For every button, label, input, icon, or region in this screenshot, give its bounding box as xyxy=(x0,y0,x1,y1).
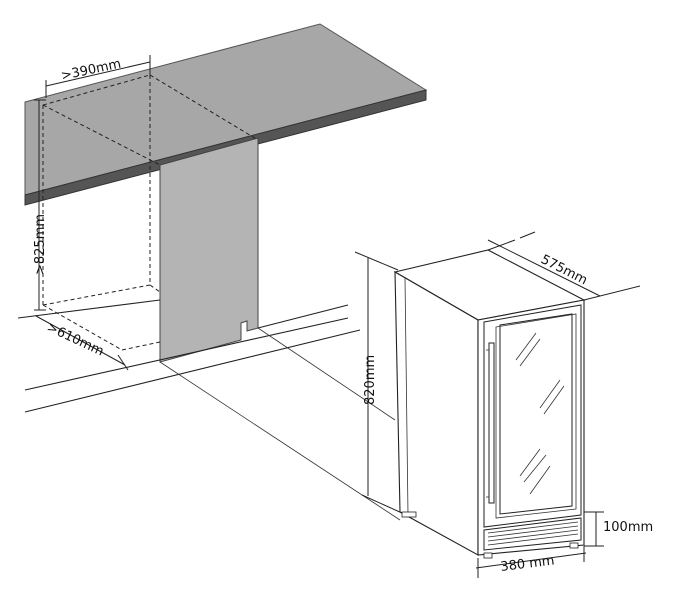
side-panel xyxy=(159,137,259,363)
dimension-cabinet-depth: >610mm xyxy=(35,315,129,371)
floor-line-front-2 xyxy=(24,329,361,413)
label-plinth-height: 100mm xyxy=(603,520,653,535)
dimension-unit-height: 820mm xyxy=(354,251,403,514)
unit-foot xyxy=(483,552,493,559)
dimension-unit-width: 380 mm xyxy=(475,546,587,578)
floor-line-front-1 xyxy=(24,317,349,391)
cavity-outline xyxy=(42,74,259,351)
floor-line-back-2 xyxy=(257,304,349,329)
label-unit-height: 820mm xyxy=(363,355,378,405)
guide-line-2 xyxy=(257,327,396,421)
floor-line-back xyxy=(17,299,161,319)
label-cabinet-depth: >610mm xyxy=(44,320,106,359)
wine-cooler xyxy=(393,249,586,559)
guide-line xyxy=(159,361,401,521)
door-glass xyxy=(499,313,573,515)
unit-foot xyxy=(569,542,579,549)
label-unit-width: 380 mm xyxy=(500,553,556,575)
door-handle[interactable] xyxy=(488,342,495,504)
kick-plate xyxy=(483,517,582,551)
dimension-plinth-height: 100mm xyxy=(584,511,653,547)
glass-reflection xyxy=(515,332,565,495)
unit-foot xyxy=(401,511,417,518)
label-cabinet-height: >825mm xyxy=(33,214,48,275)
dimension-cabinet-height: >825mm xyxy=(33,99,48,311)
